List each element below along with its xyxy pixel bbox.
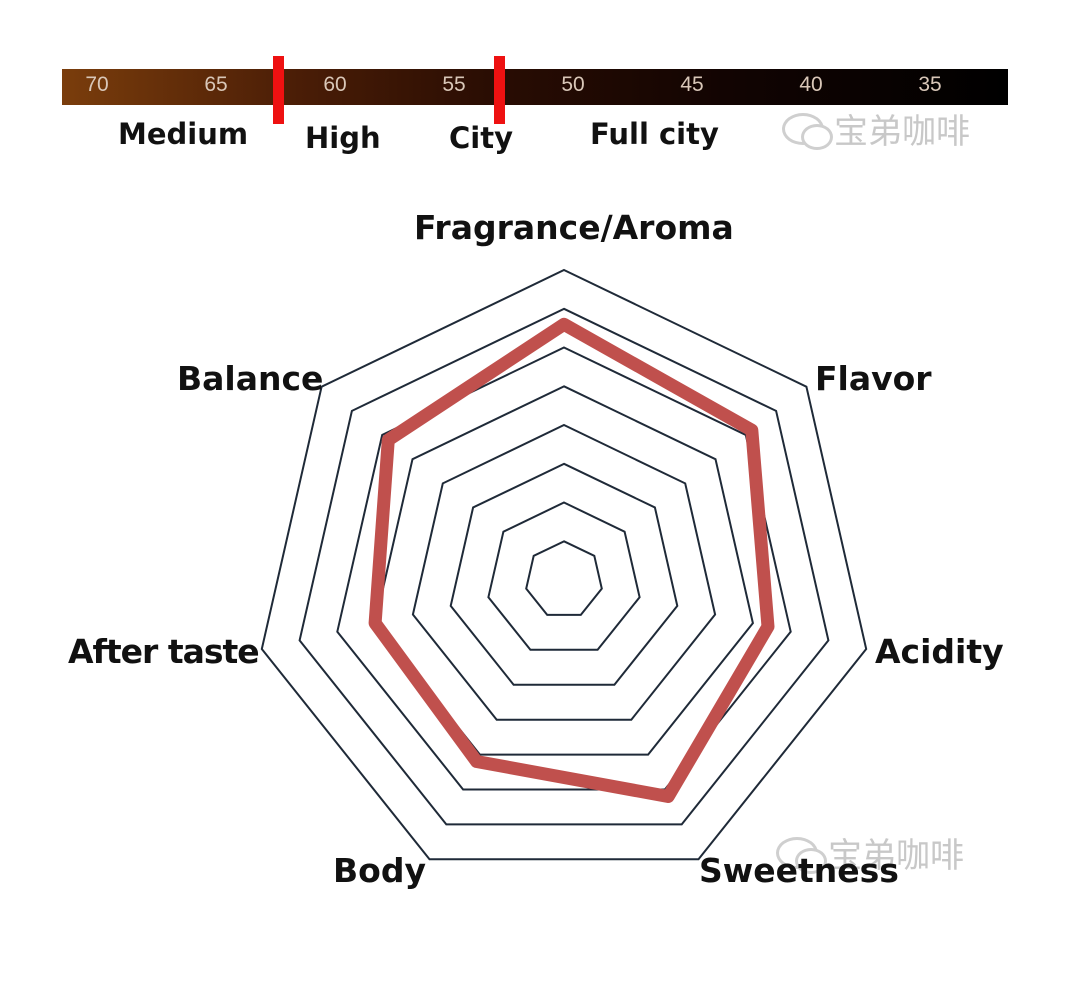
- roast-tick: 55: [442, 73, 466, 96]
- watermark-text: 宝弟咖啡: [828, 836, 964, 876]
- radar-point-body: [470, 755, 483, 768]
- roast-tick: 45: [680, 73, 704, 96]
- roast-tick: 70: [85, 73, 109, 96]
- roast-marker-medium-high: [273, 56, 284, 124]
- axis-label-fragrance-aroma: Fragrance/Aroma: [414, 208, 734, 247]
- radar-grid-ring: [298, 307, 830, 826]
- radar-point-flavor: [745, 424, 758, 437]
- radar-grid: [260, 268, 868, 861]
- axis-label-balance: Balance: [177, 359, 324, 398]
- radar-grid-ring: [525, 540, 603, 616]
- watermark-bottom: 宝弟咖啡: [776, 828, 964, 877]
- watermark-top: 宝弟咖啡: [782, 104, 970, 153]
- radar-grid-ring: [487, 501, 641, 651]
- axis-label-sweetness: Sweetness: [699, 851, 899, 890]
- roast-tick: 60: [323, 73, 347, 96]
- wechat-icon: [776, 836, 827, 874]
- radar-grid-ring: [449, 462, 679, 686]
- radar-series: [368, 317, 775, 803]
- watermark-text: 宝弟咖啡: [834, 112, 970, 152]
- radar-grid-ring: [411, 423, 717, 721]
- roast-marker-city: [494, 56, 505, 124]
- axis-label-acidity: Acidity: [875, 632, 1004, 671]
- roast-level-high: High: [305, 121, 381, 155]
- radar-grid-ring: [260, 268, 868, 861]
- axis-label-after-taste: After taste: [68, 632, 260, 671]
- wechat-icon: [782, 112, 833, 150]
- roast-color-bar: [62, 69, 1008, 105]
- radar-grid-ring: [374, 385, 754, 756]
- roast-level-medium: Medium: [118, 117, 249, 151]
- roast-level-full-city: Full city: [590, 117, 719, 151]
- radar-point-balance: [382, 433, 395, 446]
- radar-point-after-taste: [369, 617, 382, 630]
- roast-tick: 50: [561, 73, 585, 96]
- radar-point-acidity: [762, 620, 774, 633]
- roast-tick: 40: [799, 73, 823, 96]
- roast-tick: 35: [918, 73, 942, 96]
- axis-label-body: Body: [333, 851, 426, 890]
- roast-level-city: City: [449, 121, 513, 155]
- radar-point-sweetness: [662, 790, 675, 803]
- roast-tick: 65: [204, 73, 228, 96]
- radar-series-line: [368, 317, 775, 803]
- radar-point-fragrance-aroma: [558, 318, 570, 331]
- axis-label-flavor: Flavor: [815, 359, 932, 398]
